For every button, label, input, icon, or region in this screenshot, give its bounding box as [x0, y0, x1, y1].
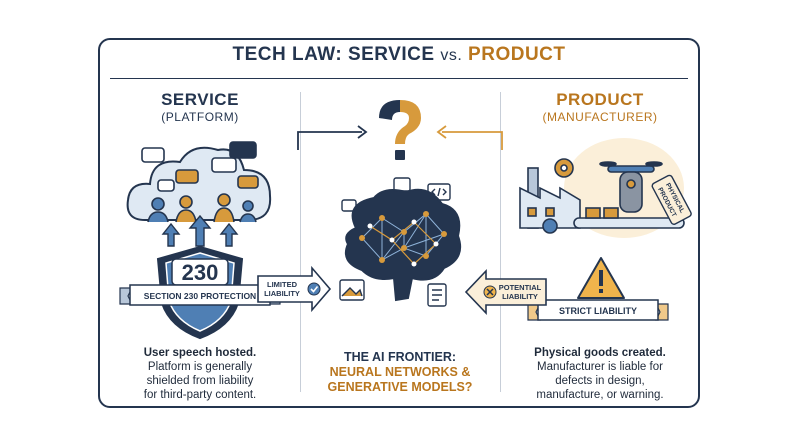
- checkmark-icon: [307, 282, 321, 296]
- product-caption-line4: manufacture, or warning.: [536, 389, 664, 401]
- service-heading: SERVICE: [161, 90, 239, 109]
- infographic-title: TECH LAW: SERVICE vs. PRODUCT: [98, 44, 700, 76]
- service-caption-line4: for third-party content.: [143, 389, 257, 401]
- warning-sign-icon: [577, 257, 625, 299]
- frontier-line1: THE AI FRONTIER:: [343, 350, 457, 364]
- service-subheading: (PLATFORM): [161, 110, 239, 124]
- strict-liability-banner: STRICT LIABILITY: [527, 299, 669, 321]
- product-caption-line3: defects in design,: [555, 375, 645, 387]
- product-caption: Physical goods created. Manufacturer is …: [514, 346, 686, 402]
- user-group-icon: [147, 193, 257, 223]
- drone-icon: [599, 161, 663, 213]
- limited-label-2: LIABILITY: [264, 289, 300, 298]
- product-caption-line1: Physical goods created.: [534, 347, 666, 359]
- product-subheading: (MANUFACTURER): [542, 110, 658, 124]
- factory-illustration: PHYSICAL PRODUCT: [519, 138, 692, 238]
- banner-strict-liability: STRICT LIABILITY: [559, 306, 637, 316]
- service-caption-line3: shielded from liability: [146, 375, 254, 387]
- title-service: TECH LAW: SERVICE: [232, 44, 435, 65]
- chat-bubble-icon: [141, 141, 259, 192]
- potential-label-1: POTENTIAL: [499, 283, 542, 292]
- neural-brain-illustration: [339, 177, 462, 307]
- column-divider-left: [300, 92, 301, 392]
- conveyor-belt: [573, 207, 685, 229]
- badge-230: 230: [182, 260, 219, 285]
- product-heading: PRODUCT: [556, 90, 644, 109]
- potential-liability-arrow: POTENTIAL LIABILITY: [464, 269, 547, 315]
- frontier-line3: GENERATIVE MODELS?: [327, 380, 473, 394]
- column-divider-right: [500, 92, 501, 392]
- section-230-banner: SECTION 230 PROTECTION: [119, 284, 281, 306]
- limited-label-1: LIMITED: [267, 280, 298, 289]
- gear-icon: [542, 158, 574, 234]
- factory-icon: [519, 167, 581, 229]
- banner-section-230: SECTION 230 PROTECTION: [144, 291, 256, 301]
- title-product: PRODUCT: [468, 44, 566, 65]
- x-mark-icon: [483, 285, 497, 299]
- platform-cloud-illustration: [126, 141, 272, 247]
- ai-frontier-caption: THE AI FRONTIER: NEURAL NETWORKS & GENER…: [300, 350, 500, 395]
- service-caption-line2: Platform is generally: [147, 361, 253, 373]
- question-mark-icon: [379, 100, 421, 160]
- service-caption-line1: User speech hosted.: [143, 347, 257, 359]
- limited-liability-arrow: LIMITED LIABILITY: [257, 265, 332, 313]
- service-caption: User speech hosted. Platform is generall…: [118, 346, 282, 402]
- flow-arrows: [297, 125, 503, 150]
- frontier-line2: NEURAL NETWORKS &: [329, 365, 471, 379]
- title-divider: [110, 78, 688, 79]
- title-vs: vs.: [440, 47, 463, 64]
- product-caption-line2: Manufacturer is liable for: [537, 361, 663, 373]
- potential-label-2: LIABILITY: [502, 292, 538, 301]
- image-file-icon: [339, 279, 447, 307]
- upload-arrow-icon: [161, 214, 239, 247]
